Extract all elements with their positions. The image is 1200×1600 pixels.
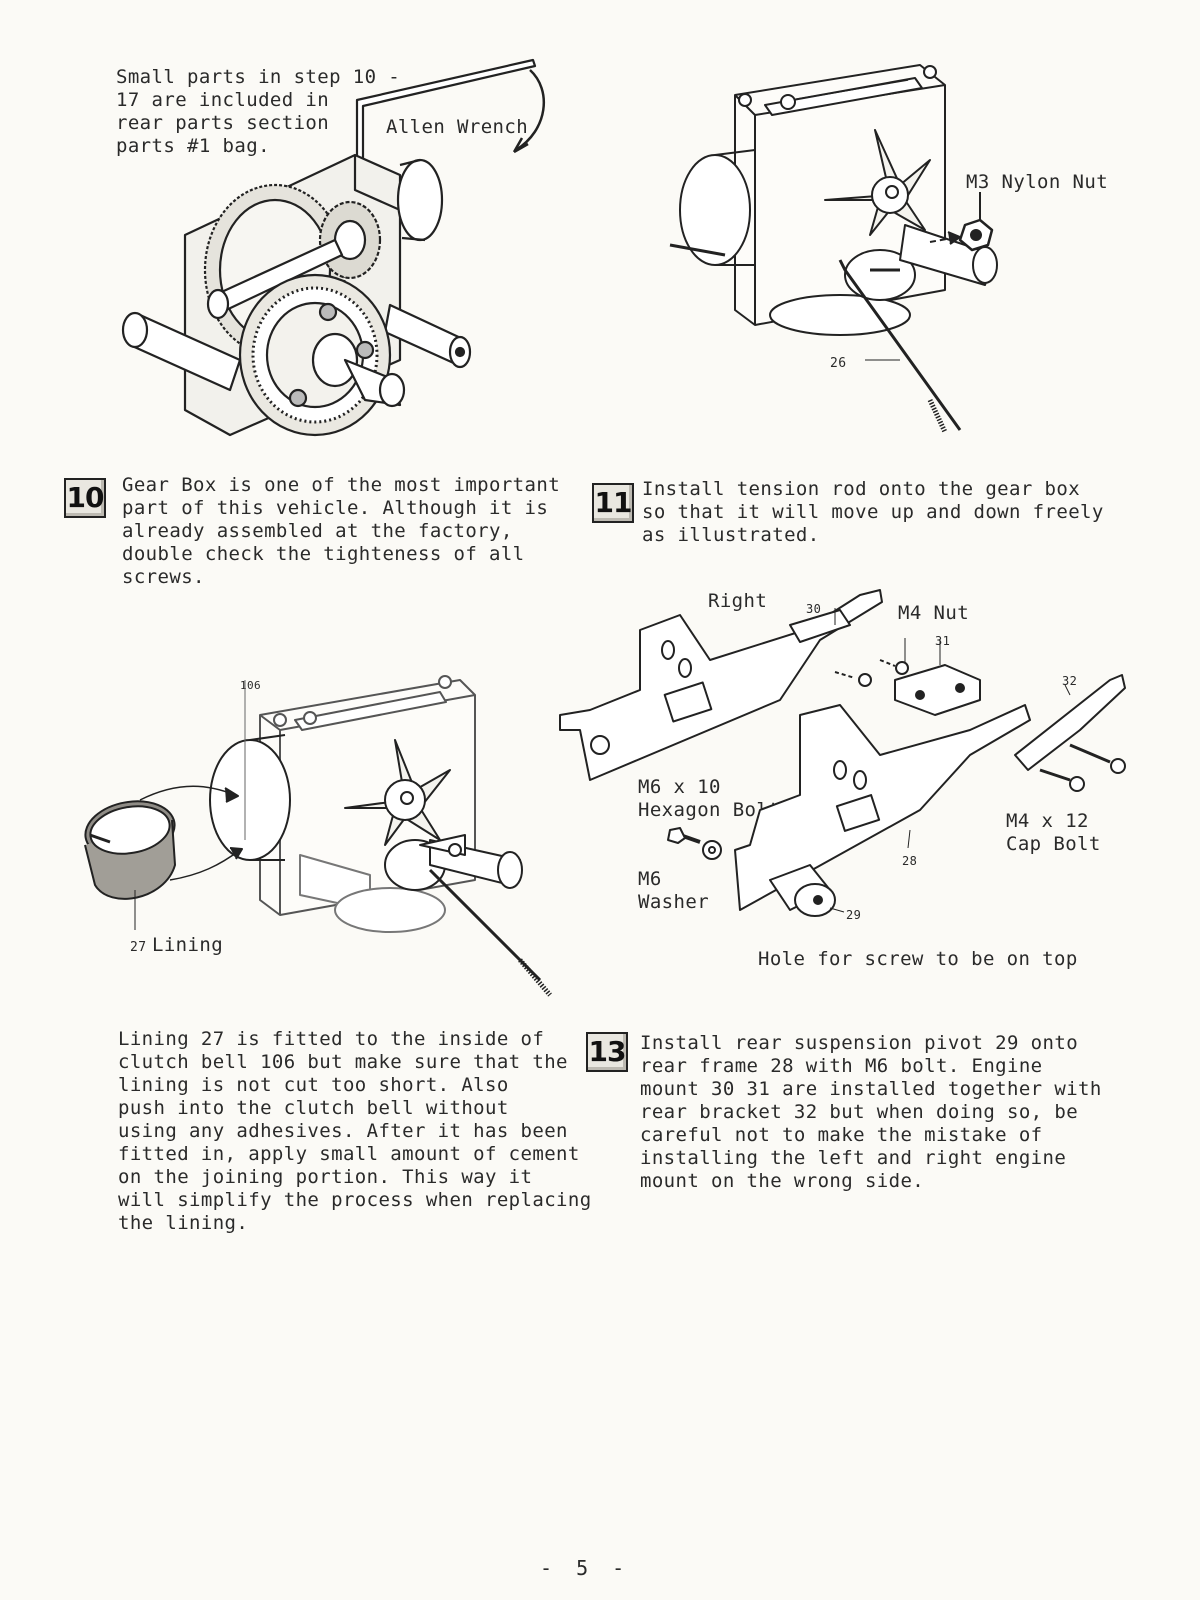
step-13-badge: 13 bbox=[586, 1032, 628, 1072]
rear-frame-illustration bbox=[559, 589, 1126, 917]
gearbox-illustration bbox=[121, 58, 545, 437]
step-11-text: Install tension rod onto the gear box so… bbox=[642, 478, 1104, 546]
lining-text: Lining 27 is fitted to the inside of clu… bbox=[118, 1028, 592, 1234]
part-26-label: 26 bbox=[830, 356, 847, 371]
part-29-label: 29 bbox=[846, 908, 862, 922]
part-31-label: 31 bbox=[935, 634, 951, 648]
lining-label: Lining bbox=[152, 934, 224, 956]
m4-nut-label: M4 Nut bbox=[898, 602, 970, 624]
step-10-badge: 10 bbox=[64, 478, 106, 518]
step-13-text: Install rear suspension pivot 29 onto re… bbox=[640, 1032, 1102, 1192]
step-11-badge: 11 bbox=[592, 483, 634, 523]
nylon-nut-label: M3 Nylon Nut bbox=[966, 171, 1109, 193]
allen-wrench-label: Allen Wrench bbox=[386, 116, 529, 138]
part-28-label: 28 bbox=[902, 854, 918, 868]
m6-washer-label: M6 Washer bbox=[638, 868, 710, 913]
page-number: - 5 - bbox=[540, 1556, 631, 1580]
m4-cap-bolt-label: M4 x 12 Cap Bolt bbox=[1006, 810, 1101, 855]
right-label: Right bbox=[708, 590, 768, 612]
step10-note: Small parts in step 10 - 17 are included… bbox=[116, 66, 401, 157]
part-30-label: 30 bbox=[806, 602, 822, 616]
part-27-number: 27 bbox=[130, 940, 147, 955]
hole-note-label: Hole for screw to be on top bbox=[758, 948, 1078, 970]
part-32-label: 32 bbox=[1062, 674, 1078, 688]
clutch-lining-illustration bbox=[84, 675, 552, 997]
step-10-text: Gear Box is one of the most important pa… bbox=[122, 474, 561, 588]
tension-rod-illustration bbox=[669, 64, 998, 434]
